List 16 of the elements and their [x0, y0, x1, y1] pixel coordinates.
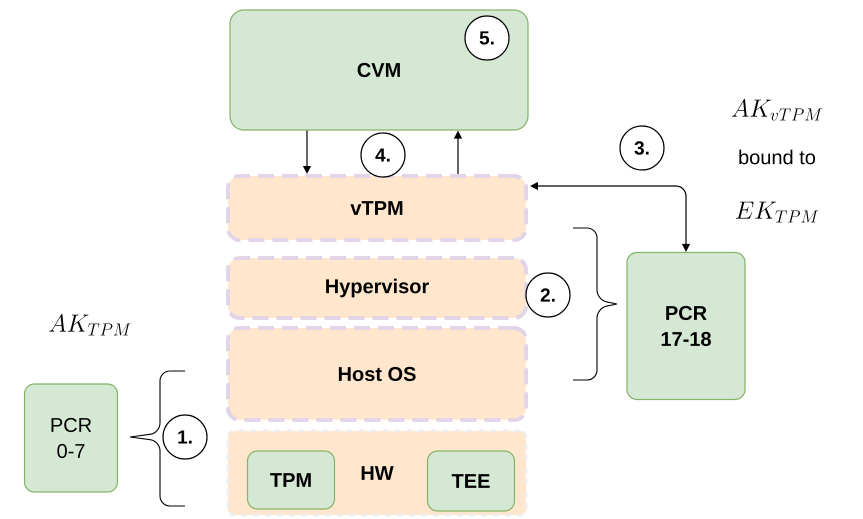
key-label: $AK_{vTPM}$	[732, 98, 822, 121]
key-label: $EK_{TPM}$	[736, 202, 818, 222]
layer-box: Host OS	[226, 326, 528, 422]
step-number: 5.	[464, 15, 510, 61]
step-number: 4.	[360, 132, 406, 178]
key-label: $AK_{TPM}$	[49, 314, 130, 336]
register-box: TEE	[426, 450, 516, 512]
register-box: PCR 17-18	[626, 252, 746, 400]
step-number: 1.	[162, 414, 208, 460]
register-box: PCR 0-7	[24, 383, 118, 493]
note-text: bound to	[739, 150, 816, 164]
step-number: 2.	[525, 272, 571, 318]
layer-box: vTPM	[226, 174, 528, 242]
register-box: TPM	[246, 450, 336, 510]
layer-box: Hypervisor	[226, 256, 528, 320]
step-number: 3.	[619, 125, 665, 171]
